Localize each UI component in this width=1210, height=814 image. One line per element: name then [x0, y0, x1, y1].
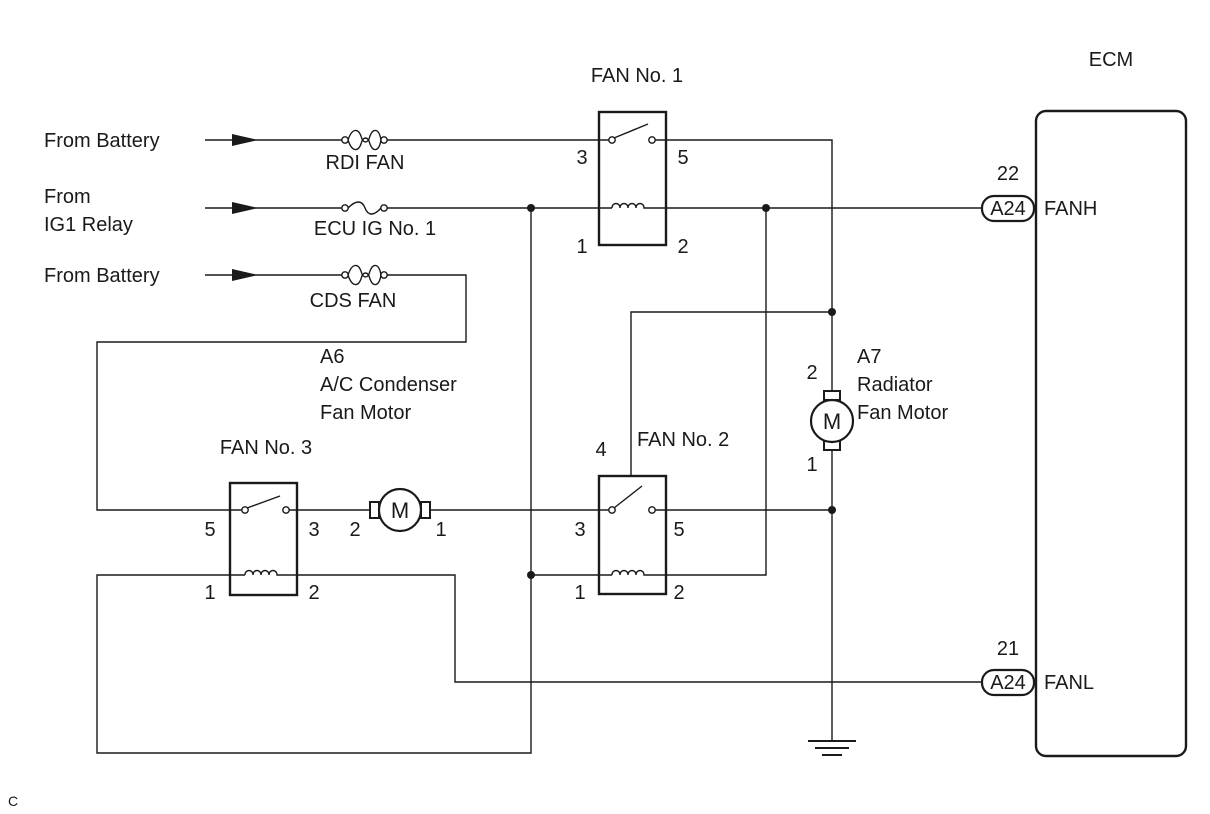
- ecm-title: ECM: [1089, 49, 1133, 71]
- switch-contact-icon: [246, 495, 281, 509]
- wire-relay1-to-ground: [652, 139, 833, 740]
- junctions: [527, 204, 836, 579]
- a6-pin1: 1: [435, 519, 446, 541]
- switch-contact-icon: [613, 123, 649, 139]
- relay-box: [228, 481, 299, 597]
- coil-icon: [611, 202, 652, 209]
- relay1-pin2: 2: [677, 236, 688, 258]
- fuse-rdi-label: RDI FAN: [326, 152, 405, 174]
- arrow-icon: [232, 269, 258, 281]
- wire-coil3-to-fanl: [286, 574, 982, 683]
- relay2-pin3: 3: [574, 519, 585, 541]
- pin-22-label: 22: [997, 163, 1019, 185]
- fuse-cds-label: CDS FAN: [310, 290, 397, 312]
- junction-dot: [527, 571, 535, 579]
- a7-name-line1: Radiator: [857, 374, 933, 396]
- a7-pin1: 1: [806, 454, 817, 476]
- a7-pin2: 2: [806, 362, 817, 384]
- relay2-pin1: 1: [574, 582, 585, 604]
- source-ig1-line1: From: [44, 186, 91, 208]
- fuse-icon: [347, 264, 382, 278]
- junction-dot: [527, 204, 535, 212]
- motor-icon: [377, 487, 423, 533]
- junction-dot: [828, 308, 836, 316]
- relay1-name: FAN No. 1: [591, 65, 683, 87]
- a6-name-line1: A/C Condenser: [320, 374, 457, 396]
- fanh-label: FANH: [1044, 198, 1097, 220]
- relay-fan-no1: [597, 110, 668, 247]
- labels: ECM 22 A24 FANH 21 A24 FANL From Battery…: [8, 49, 1133, 809]
- motor-symbol: M: [391, 498, 409, 523]
- source-battery-2: From Battery: [44, 265, 160, 287]
- motor-symbol: M: [823, 409, 841, 434]
- relay1-pin5: 5: [677, 147, 688, 169]
- coil-icon: [611, 569, 652, 576]
- coil-icon: [244, 569, 286, 576]
- pin-21-label: 21: [997, 638, 1019, 660]
- connector-fanh-label: A24: [990, 198, 1026, 220]
- wire-coil2-to-fanh: [652, 208, 767, 576]
- arrow-icon: [232, 134, 258, 146]
- source-ig1-line2: IG1 Relay: [44, 214, 133, 236]
- relay3-pin2: 2: [308, 582, 319, 604]
- ecm-unit: [980, 109, 1188, 758]
- a6-ref: A6: [320, 346, 344, 368]
- relay-box: [597, 110, 668, 247]
- footer-code: C: [8, 793, 18, 809]
- wire-relay2-pin4: [630, 311, 832, 482]
- junction-dot: [762, 204, 770, 212]
- ground-icon: [808, 740, 856, 756]
- junction-dot: [828, 506, 836, 514]
- fuse-ecu-ig: [341, 201, 388, 215]
- connector-a24-fanh: [980, 194, 1036, 223]
- relay-fan-no3: [228, 481, 299, 597]
- connector-fanl-label: A24: [990, 672, 1026, 694]
- fuse-rdi-fan: [341, 129, 388, 151]
- a6-pin2: 2: [349, 519, 360, 541]
- arrow-icon: [232, 202, 258, 214]
- relay2-pin2: 2: [673, 582, 684, 604]
- relay3-name: FAN No. 3: [220, 437, 312, 459]
- fuse-icon: [347, 129, 382, 143]
- relay-fan-no2: [597, 474, 668, 596]
- a7-ref: A7: [857, 346, 881, 368]
- motor-a6: M: [369, 487, 431, 533]
- wire-cds-to-relay3: [96, 274, 467, 511]
- fanl-label: FANL: [1044, 672, 1094, 694]
- a6-name-line2: Fan Motor: [320, 402, 411, 424]
- switch-contact-icon: [613, 485, 643, 509]
- motor-icon: [809, 398, 855, 444]
- relay3-pin1: 1: [204, 582, 215, 604]
- relay2-pin4: 4: [595, 439, 606, 461]
- relay3-pin5: 5: [204, 519, 215, 541]
- a7-name-line2: Fan Motor: [857, 402, 948, 424]
- ecm-box: [1034, 109, 1188, 758]
- fuse-ecu-ig-label: ECU IG No. 1: [314, 218, 436, 240]
- relay3-pin3: 3: [308, 519, 319, 541]
- relay2-name: FAN No. 2: [637, 429, 729, 451]
- relay2-pin5: 5: [673, 519, 684, 541]
- fuse-icon: [347, 201, 382, 215]
- source-arrows: [232, 134, 258, 281]
- fuse-cds-fan: [341, 264, 388, 286]
- motor-a7: M: [809, 390, 855, 451]
- relay1-pin1: 1: [576, 236, 587, 258]
- connector-a24-fanl: [980, 668, 1036, 697]
- source-battery-1: From Battery: [44, 130, 160, 152]
- relay1-pin3: 3: [576, 147, 587, 169]
